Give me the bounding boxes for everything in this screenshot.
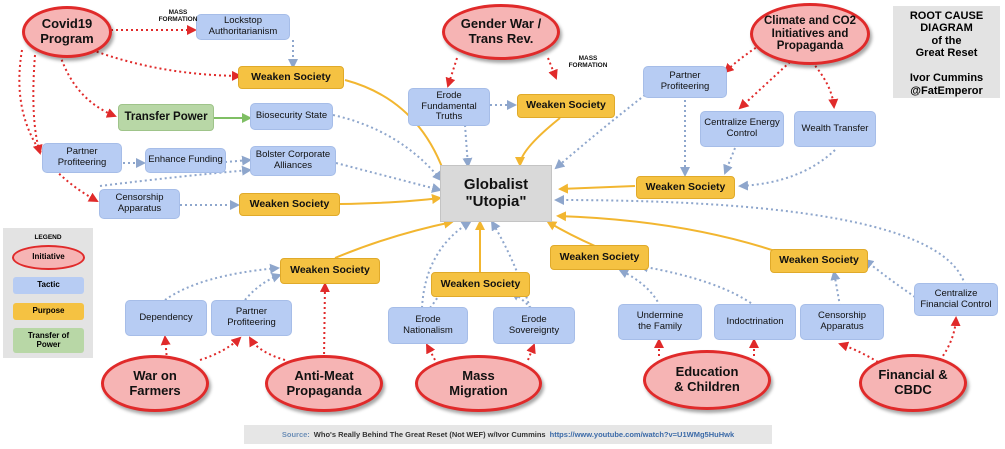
tactic-bolster-corporate-alliances: Bolster Corporate Alliances [250,146,336,176]
purpose-weaken-society-gender: Weaken Society [517,94,615,118]
edge-weaken-gender-center [515,117,561,167]
initiative-mass-migration: Mass Migration [415,355,542,412]
edge-migration-sovereignty [526,343,536,361]
edge-financial-censorship [838,341,879,363]
mass-formation-label-gender: MASS FORMATION [568,55,608,70]
edge-climate-wealth [811,61,839,109]
tactic-biosecurity-state: Biosecurity State [250,103,333,130]
edge-financial-central [939,316,961,361]
edge-gender-erode [445,57,458,88]
purpose-weaken-society-covid-bottom: Weaken Society [239,193,340,216]
initiative-financial-cbdc: Financial & CBDC [859,354,967,412]
edge-dependency-weaken [164,263,280,301]
edge-covid-partner [32,54,43,155]
initiative-gender-war: Gender War / Trans Rev. [442,4,560,60]
tactic-lockstop-authoritarianism: Lockstop Authoritarianism [196,14,290,40]
tactic-dependency: Dependency [125,300,207,336]
tactic-erode-sovereignty: Erode Sovereignty [493,307,575,344]
tactic-indoctrination: Indoctrination [714,304,796,340]
legend-title: LEGEND [34,234,62,241]
edge-migration-nationalism [426,343,436,361]
edge-weaken1-center [344,79,449,180]
tactic-centralize-energy-control: Centralize Energy Control [700,111,784,147]
legend-tactic: Tactic [13,277,84,294]
source-label: Source: [281,430,310,439]
edge-covid-transfer [59,54,117,118]
initiative-education-children: Education & Children [643,350,771,410]
edge-indoc-weaken [638,262,756,307]
edge-partner-farm-weaken [244,272,282,301]
legend-purpose: Purpose [13,303,84,320]
edge-sovereignty-center [490,220,531,309]
legend-initiative: Initiative [12,245,85,270]
tactic-centralize-financial-control: Centralize Financial Control [914,283,998,316]
edge-bolster-center [335,162,442,193]
edge-censorfin-weaken [830,270,841,307]
tactic-erode-fundamental-truths: Erode Fundamental Truths [408,88,490,126]
edge-farmers-partner [199,336,242,361]
edge-erode-center [462,124,473,168]
initiative-anti-meat-propaganda: Anti-Meat Propaganda [265,355,383,412]
edge-covid-weaken [91,49,242,81]
edge-weaken2-center [339,194,442,205]
edge-gender-weaken [547,57,558,80]
tactic-wealth-transfer: Wealth Transfer [794,111,876,147]
diagram-title: ROOT CAUSE DIAGRAM of the Great Reset Iv… [893,6,1000,98]
transfer-of-power-node: Transfer Power [118,104,214,131]
edge-biosecurity-center [332,114,443,182]
edge-weaken-farm-center [334,218,454,259]
edge-covid-censorship [18,49,99,202]
tactic-undermine-the-family: Undermine the Family [618,304,702,340]
center-label-line1: Globalist [463,176,529,193]
edge-weaken-climate-center [558,183,636,194]
initiative-climate-co2: Climate and CO2 Initiatives and Propagan… [750,3,870,65]
edge-weaken-education-center [546,220,596,247]
edge-enhance-bolster [224,155,252,166]
edge-climate-partner [723,44,761,74]
tactic-enhance-funding: Enhance Funding [145,148,226,173]
purpose-weaken-society-farmers: Weaken Society [280,258,380,284]
legend-transfer-of-power: Transfer of Power [13,328,84,353]
legend: LEGEND Initiative Tactic Purpose Transfe… [3,228,93,358]
purpose-weaken-society-education: Weaken Society [550,245,649,270]
source-text: Who's Really Behind The Great Reset (Not… [313,430,546,439]
edge-central-center [554,195,966,286]
edge-farmers-dependency [160,335,171,361]
source-url-link[interactable]: https://www.youtube.com/watch?v=U1WMg5Hu… [549,430,735,439]
edge-central-weaken [863,258,916,298]
tactic-censorship-apparatus-covid: Censorship Apparatus [99,189,180,219]
edge-family-weaken [618,269,661,307]
tactic-censorship-apparatus-financial: Censorship Apparatus [800,304,884,340]
edge-meat-partner [249,336,286,361]
mass-formation-label-covid: MASS FORMATION [158,9,198,24]
edge-weaken-financial-center [556,211,776,252]
edge-meat-weaken [319,282,330,360]
tactic-erode-nationalism: Erode Nationalism [388,307,468,344]
purpose-weaken-society-financial: Weaken Society [770,249,868,273]
tactic-partner-profiteering-covid: Partner Profiteering [42,143,122,173]
initiative-covid19-program: Covid19 Program [22,6,112,58]
initiative-war-on-farmers: War on Farmers [101,355,209,412]
purpose-weaken-society-climate: Weaken Society [636,176,735,199]
purpose-weaken-society-migration: Weaken Society [431,272,530,297]
purpose-weaken-society-covid-top: Weaken Society [238,66,344,89]
source-citation: Source: Who's Really Behind The Great Re… [244,425,772,444]
edge-nationalism-center [421,220,472,309]
edge-climate-energy [738,61,791,110]
edge-energy-weaken [723,147,736,175]
tactic-partner-profiteering-farmers: Partner Profiteering [211,300,292,336]
globalist-utopia-node: Globalist "Utopia" [440,165,552,222]
center-label-line2: "Utopia" [465,192,527,210]
edge-wealth-weaken [738,149,836,191]
tactic-partner-profiteering-climate: Partner Profiteering [643,66,727,98]
